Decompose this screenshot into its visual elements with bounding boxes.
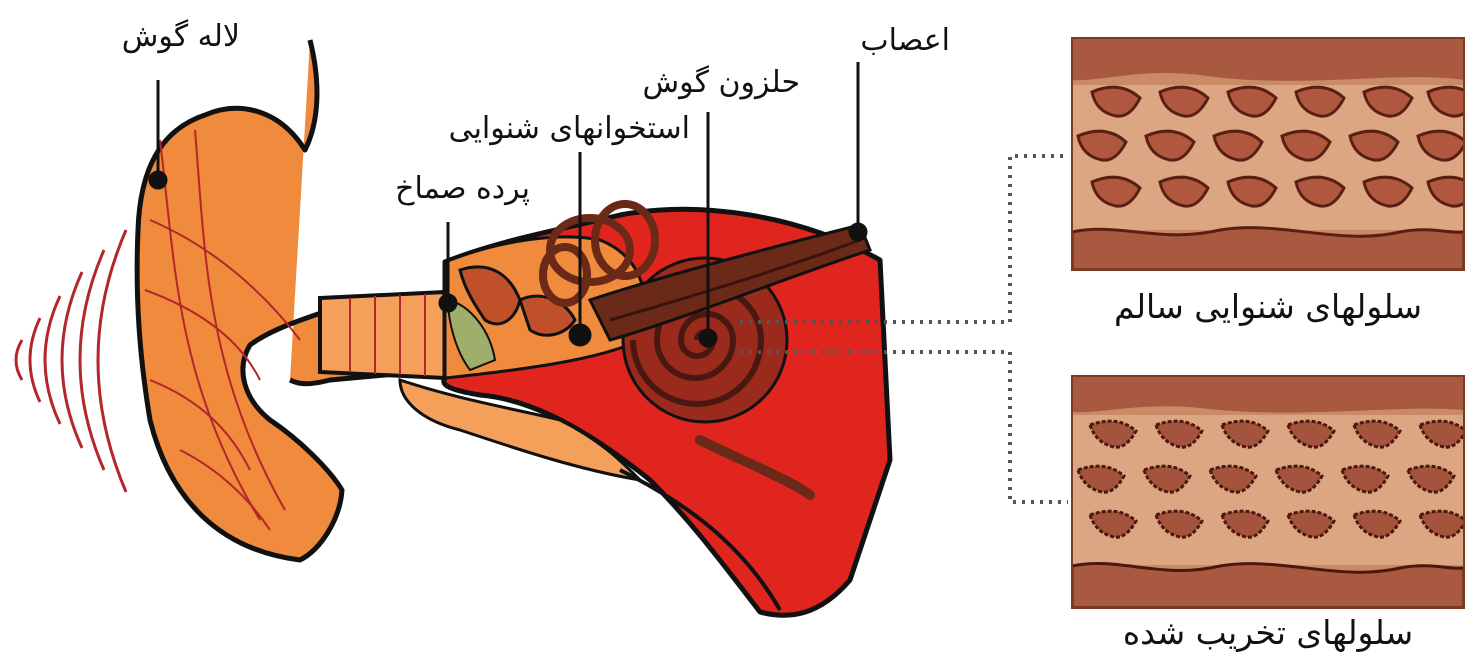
label-nerves: اعصاب (820, 26, 950, 56)
sound-waves-icon (16, 230, 126, 492)
healthy-cells-panel (1072, 38, 1466, 270)
label-pinna: لاله گوش (70, 22, 240, 52)
label-ossicles: استخوانهای شنوایی (340, 114, 690, 144)
label-eardrum: پرده صماخ (330, 174, 530, 204)
ear-canal (320, 292, 445, 378)
damaged-cells-panel (1072, 376, 1466, 608)
label-cochlea: حلزون گوش (580, 68, 800, 98)
caption-healthy-cells: سلولهای شنوایی سالم (1072, 290, 1464, 323)
caption-damaged-cells: سلولهای تخریب شده (1072, 616, 1464, 649)
